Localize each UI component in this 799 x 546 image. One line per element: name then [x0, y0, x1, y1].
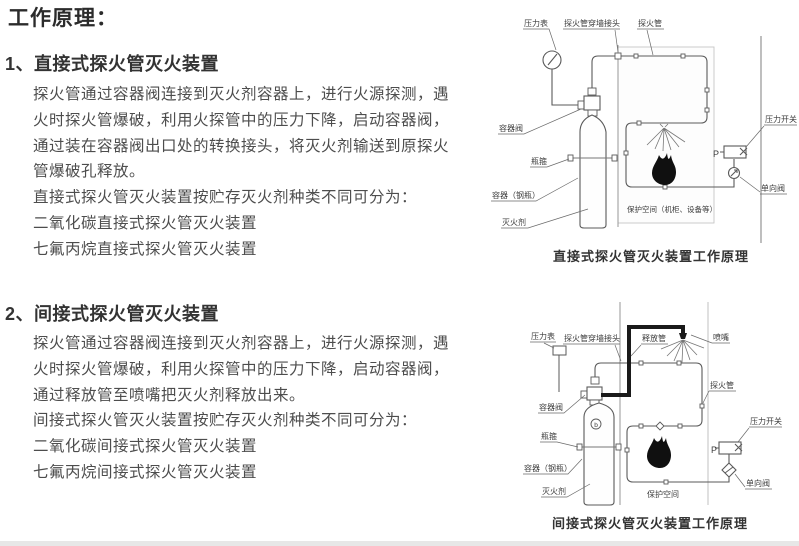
cylinder-clamp-icon: [567, 154, 618, 162]
paragraph-line: 火时探火管爆破，利用火探管中的压力下降，启动容器阀，: [33, 111, 450, 129]
paragraph-line: 管爆破孔释放。: [33, 163, 146, 181]
container-valve-icon: [580, 376, 603, 406]
cylinder-clamp-label: 瓶箍: [541, 431, 557, 441]
section-2-title: 2、间接式探火管灭火装置: [5, 300, 219, 326]
container-valve-label: 容器阀: [539, 402, 563, 412]
protected-space-enclosure: [619, 302, 709, 505]
pressure-switch-label: 压力开关: [750, 416, 782, 426]
section-2-number: 2、: [5, 304, 35, 324]
flame-icon: [652, 153, 676, 185]
protected-space-label: 保护空间: [647, 489, 679, 499]
cylinder-icon: b: [576, 402, 622, 506]
paragraph-line: 直接式探火管灭火装置按贮存灭火剂种类不同可分为：: [33, 189, 418, 207]
wall-connector-label: 探火管穿墙接头: [564, 333, 620, 343]
paragraph-line: 间接式探火管灭火装置按贮存灭火剂种类不同可分为：: [33, 412, 418, 430]
pressure-switch-icon: [715, 441, 743, 455]
pressure-gauge-icon: [542, 50, 578, 106]
page-title: 工作原理：: [8, 7, 118, 30]
direct-diagram-caption: 直接式探火管灭火装置工作原理: [553, 249, 749, 264]
tube-connectors: [624, 360, 705, 485]
port-label: P: [713, 149, 719, 159]
pressure-switch-icon: [720, 145, 748, 159]
section-1-title: 1、直接式探火管灭火装置: [5, 50, 219, 76]
release-tube: [601, 325, 705, 397]
agent-label: 灭火剂: [542, 486, 566, 496]
flame-icon: [647, 436, 671, 468]
pressure-gauge-label: 压力表: [531, 331, 555, 341]
page-bottom-edge: [0, 541, 799, 546]
indirect-diagram-caption: 间接式探火管灭火装置工作原理: [552, 516, 748, 531]
wall-connector-label: 探火管穿墙接头: [564, 18, 620, 28]
cylinder-clamp-label: 瓶箍: [531, 156, 547, 166]
paragraph-line: 二氧化碳直接式探火管灭火装置: [33, 214, 258, 232]
protected-space-label: 保护空间（机柜、设备等）: [627, 204, 717, 214]
container-label: 容器（钢瓶）: [524, 463, 572, 473]
cylinder-mark-label: b: [594, 422, 598, 429]
detection-tube-label: 探火管: [638, 18, 662, 28]
cylinder-clamp-icon: [576, 443, 622, 451]
detection-tube-label: 探火管: [710, 380, 734, 390]
check-valve-label: 单向阀: [746, 478, 770, 488]
cylinder-icon: [567, 114, 618, 229]
spray-icon: [646, 123, 686, 152]
section-2-body: 探火管通过容器阀连接到灭火剂容器上，进行火源探测，遇 火时探火管爆破，利用火探管…: [33, 331, 449, 486]
check-valve-label: 单向阀: [761, 183, 785, 193]
nozzle-label: 喷嘴: [713, 332, 729, 342]
paragraph-line: 探火管通过容器阀连接到灭火剂容器上，进行火源探测，遇: [33, 335, 450, 352]
paragraph-line: 探火管通过容器阀连接到灭火剂容器上，进行火源探测，遇: [33, 86, 450, 103]
section-1-heading: 直接式探火管灭火装置: [34, 54, 219, 74]
detection-tube: [594, 360, 730, 485]
container-label: 容器（钢瓶）: [492, 190, 540, 200]
section-1-body: 探火管通过容器阀连接到灭火剂容器上，进行火源探测，遇 火时探火管爆破，利用火探管…: [33, 82, 449, 263]
pressure-gauge-icon: [552, 345, 567, 392]
paragraph-line: 通过释放管至喷嘴把灭火剂释放出来。: [33, 386, 306, 404]
detection-tube: [591, 52, 735, 190]
agent-label: 灭火剂: [502, 217, 526, 227]
section-1-number: 1、: [5, 54, 35, 74]
section-2-heading: 间接式探火管灭火装置: [34, 304, 219, 324]
paragraph-line: 七氟丙烷间接式探火管灭火装置: [33, 463, 258, 481]
check-valve-icon: [727, 166, 741, 180]
port-label: P: [711, 445, 717, 455]
paragraph-line: 火时探火管爆破，利用火探管中的压力下降，启动容器阀，: [33, 360, 450, 378]
pressure-switch-label: 压力开关: [765, 114, 797, 124]
paragraph-line: 七氟丙烷直接式探火管灭火装置: [33, 240, 258, 258]
direct-system-diagram: 压力表 探火管穿墙接头 探火管 容器阀 瓶箍 容器（钢瓶） 灭火剂 保护空间（机…: [491, 18, 797, 264]
spray-icon: [660, 339, 705, 364]
paragraph-line: 通过装在容器阀出口处的转换接头，将灭火剂输送到原探火: [33, 137, 450, 155]
container-valve-label: 容器阀: [499, 123, 523, 133]
release-tube-label: 释放管: [642, 333, 666, 343]
nozzle-icon: [679, 333, 687, 339]
pressure-gauge-label: 压力表: [524, 18, 548, 28]
indirect-system-diagram: b: [523, 302, 782, 531]
paragraph-line: 二氧化碳间接式探火管灭火装置: [33, 438, 258, 456]
check-valve-icon: [721, 454, 737, 478]
container-valve-icon: [577, 87, 601, 117]
